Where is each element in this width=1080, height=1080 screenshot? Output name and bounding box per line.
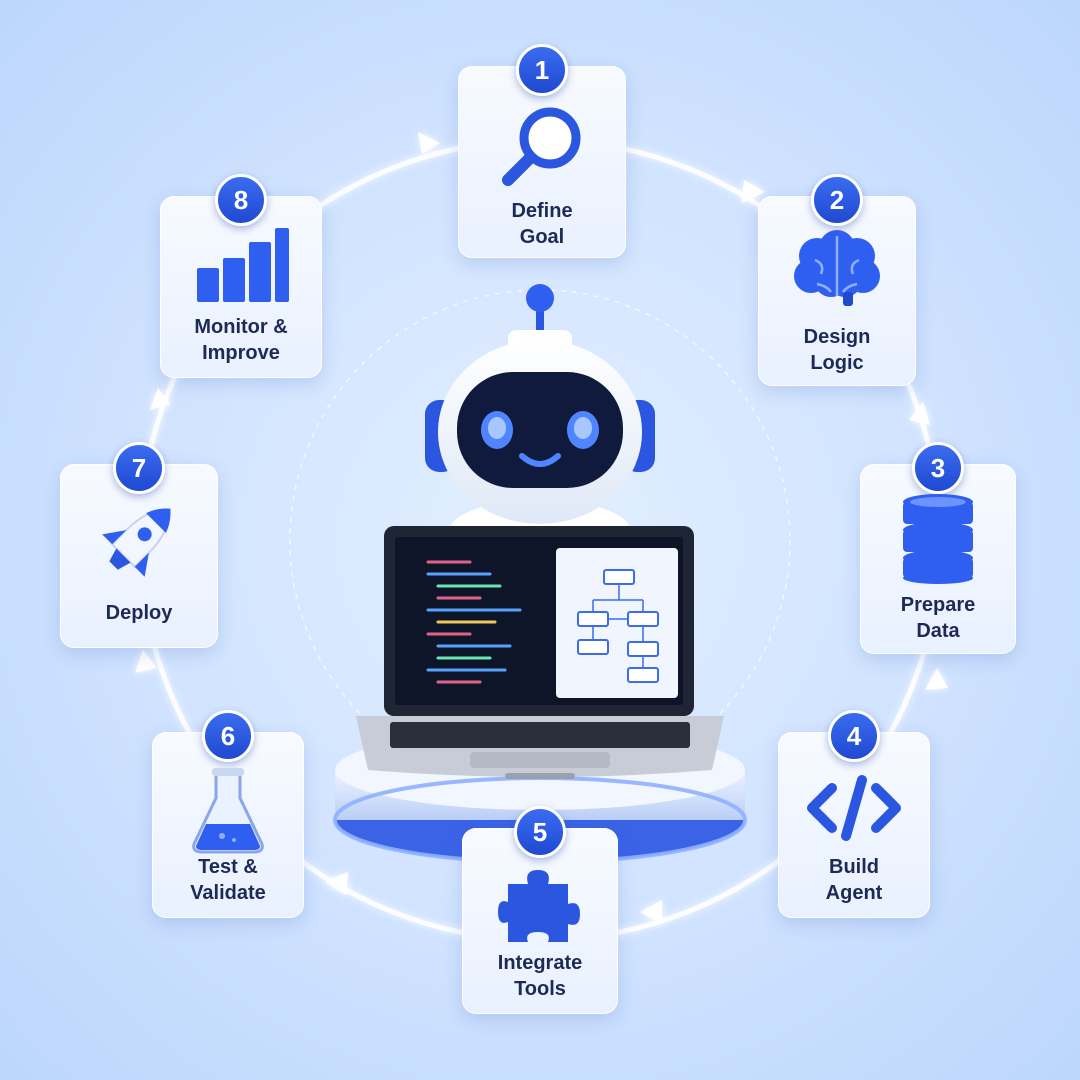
arrow-3-4 — [925, 668, 948, 690]
robot — [425, 284, 655, 560]
step-label: Monitor &Improve — [194, 316, 288, 364]
laptop — [356, 526, 724, 779]
puzzle-icon — [498, 870, 580, 942]
magnifier-icon — [502, 107, 581, 186]
step-number-badge: 3 — [912, 442, 964, 494]
arrow-8-1 — [418, 132, 440, 154]
step-label: Test &Validate — [190, 856, 266, 904]
step-number-badge: 1 — [516, 44, 568, 96]
step-number-badge: 8 — [215, 174, 267, 226]
step-card-8[interactable]: 8 Monitor &Improve — [160, 174, 322, 378]
database-icon — [903, 494, 973, 584]
brain-icon — [794, 230, 880, 306]
flask-icon — [192, 768, 264, 854]
rocket-icon — [102, 507, 172, 577]
step-number-badge: 7 — [113, 442, 165, 494]
step-number-badge: 6 — [202, 710, 254, 762]
step-card-6[interactable]: 6 Test &Validate — [152, 710, 304, 918]
step-number-badge: 5 — [514, 806, 566, 858]
step-label: Deploy — [105, 602, 173, 624]
arrow-7-8 — [150, 388, 170, 410]
arrow-2-3 — [909, 402, 930, 425]
arrow-1-2 — [742, 180, 765, 203]
arrow-4-5 — [640, 900, 662, 924]
code-icon — [807, 775, 901, 841]
step-card-7[interactable]: 7 Deploy — [60, 442, 218, 648]
arrow-5-6 — [325, 872, 348, 895]
step-number-badge: 2 — [811, 174, 863, 226]
arrow-6-7 — [135, 650, 157, 673]
bar-chart-icon — [197, 228, 289, 302]
step-number-badge: 4 — [828, 710, 880, 762]
